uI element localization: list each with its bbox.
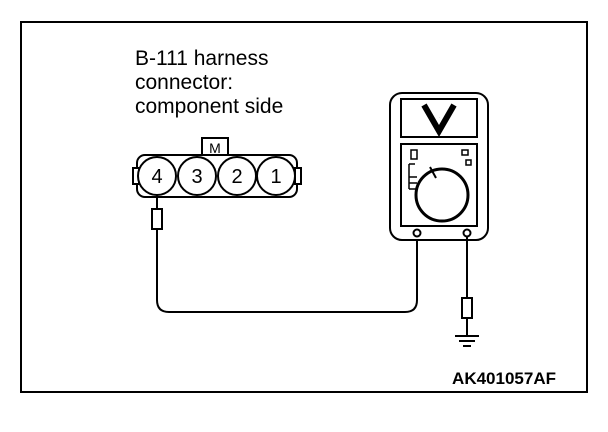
probe-left (151, 195, 163, 230)
figure-code: AK401057AF (452, 369, 556, 388)
svg-text:2: 2 (231, 166, 242, 188)
harness-connector: M 4 3 2 1 (132, 137, 302, 198)
svg-text:4: 4 (151, 166, 162, 188)
voltage-symbol-icon (421, 103, 457, 138)
connector-label-line-1: B-111 harness (135, 47, 268, 70)
connector-label-line-3: component side (135, 95, 283, 118)
svg-text:3: 3 (191, 166, 202, 188)
diagram-frame (20, 21, 588, 393)
connector-pin-3: 3 (177, 156, 217, 196)
multimeter-indicator-top-left (410, 149, 418, 160)
multimeter-indicator-top-right (461, 149, 469, 156)
multimeter: V (389, 92, 489, 241)
selector-dial-pointer (429, 166, 437, 179)
selector-dial (414, 167, 470, 223)
meter-jack-left (412, 228, 422, 238)
ground-icon (455, 335, 479, 347)
meter-jack-right (462, 228, 472, 238)
connector-label-line-2: connector: (135, 71, 233, 94)
svg-text:1: 1 (270, 166, 281, 188)
connector-key-label: M (209, 140, 221, 156)
connector-label: B-111 harness connector: component side (135, 47, 283, 118)
connector-pin-4: 4 (137, 156, 177, 196)
multimeter-display-symbol: V (439, 117, 440, 119)
test-lead-connector (156, 229, 418, 313)
connector-pin-2: 2 (217, 156, 257, 196)
connector-pin-1: 1 (256, 156, 296, 196)
ground-lead (461, 236, 473, 336)
multimeter-indicator-mid-right (465, 159, 472, 166)
